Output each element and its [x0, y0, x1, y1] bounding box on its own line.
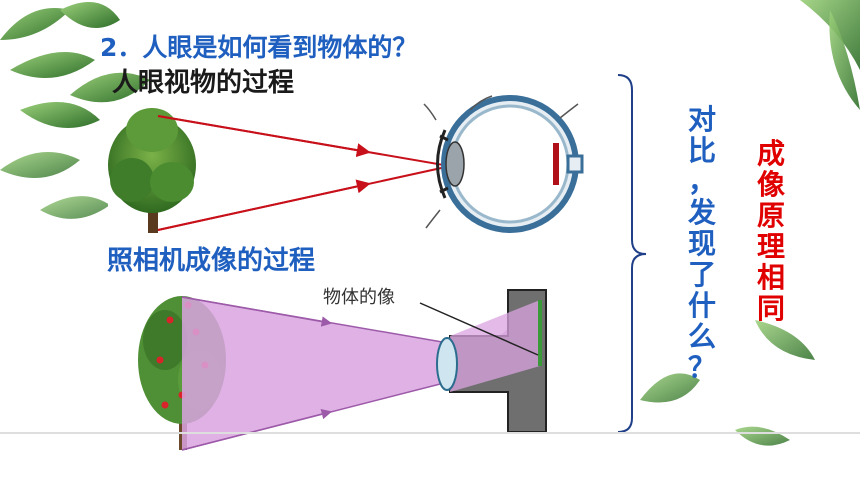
eyeball-diagram — [423, 95, 584, 233]
tree-object — [108, 108, 204, 238]
grouping-bracket — [617, 74, 647, 433]
leaf-decoration-bottom-right — [640, 320, 815, 446]
vertical-char: 相 — [757, 261, 786, 294]
vertical-char: 成 — [757, 137, 786, 170]
object-image-label: 物体的像 — [323, 287, 395, 308]
camera-body — [436, 289, 547, 433]
vertical-char: 理 — [757, 230, 786, 263]
conclusion-vertical: 成像原理相同 — [757, 138, 785, 324]
eye-process-heading: 人眼视物的过程 — [112, 68, 295, 98]
vertical-char: ？ — [688, 351, 717, 384]
vertical-char: 原 — [757, 199, 786, 232]
floor-line — [0, 432, 860, 434]
vertical-char: 对 — [688, 103, 717, 136]
leaf-decoration-top-left — [0, 2, 150, 219]
vertical-char: 像 — [757, 168, 786, 201]
question-title: 2．人眼是如何看到物体的？ — [100, 33, 418, 62]
vertical-char: 么 — [688, 320, 717, 353]
vertical-char: 现 — [688, 227, 717, 260]
vertical-char: 什 — [688, 289, 717, 322]
leaf-decoration-top-right — [800, 0, 860, 110]
image-pointer-line — [419, 302, 539, 356]
vertical-char: ， — [688, 165, 717, 198]
compare-question-vertical: 对比，发现了什么？ — [688, 104, 716, 383]
vertical-char: 发 — [688, 196, 717, 229]
vertical-char: 了 — [688, 258, 717, 291]
vertical-char: 比 — [688, 134, 717, 167]
vertical-char: 同 — [757, 292, 786, 325]
camera-process-heading: 照相机成像的过程 — [107, 246, 316, 276]
